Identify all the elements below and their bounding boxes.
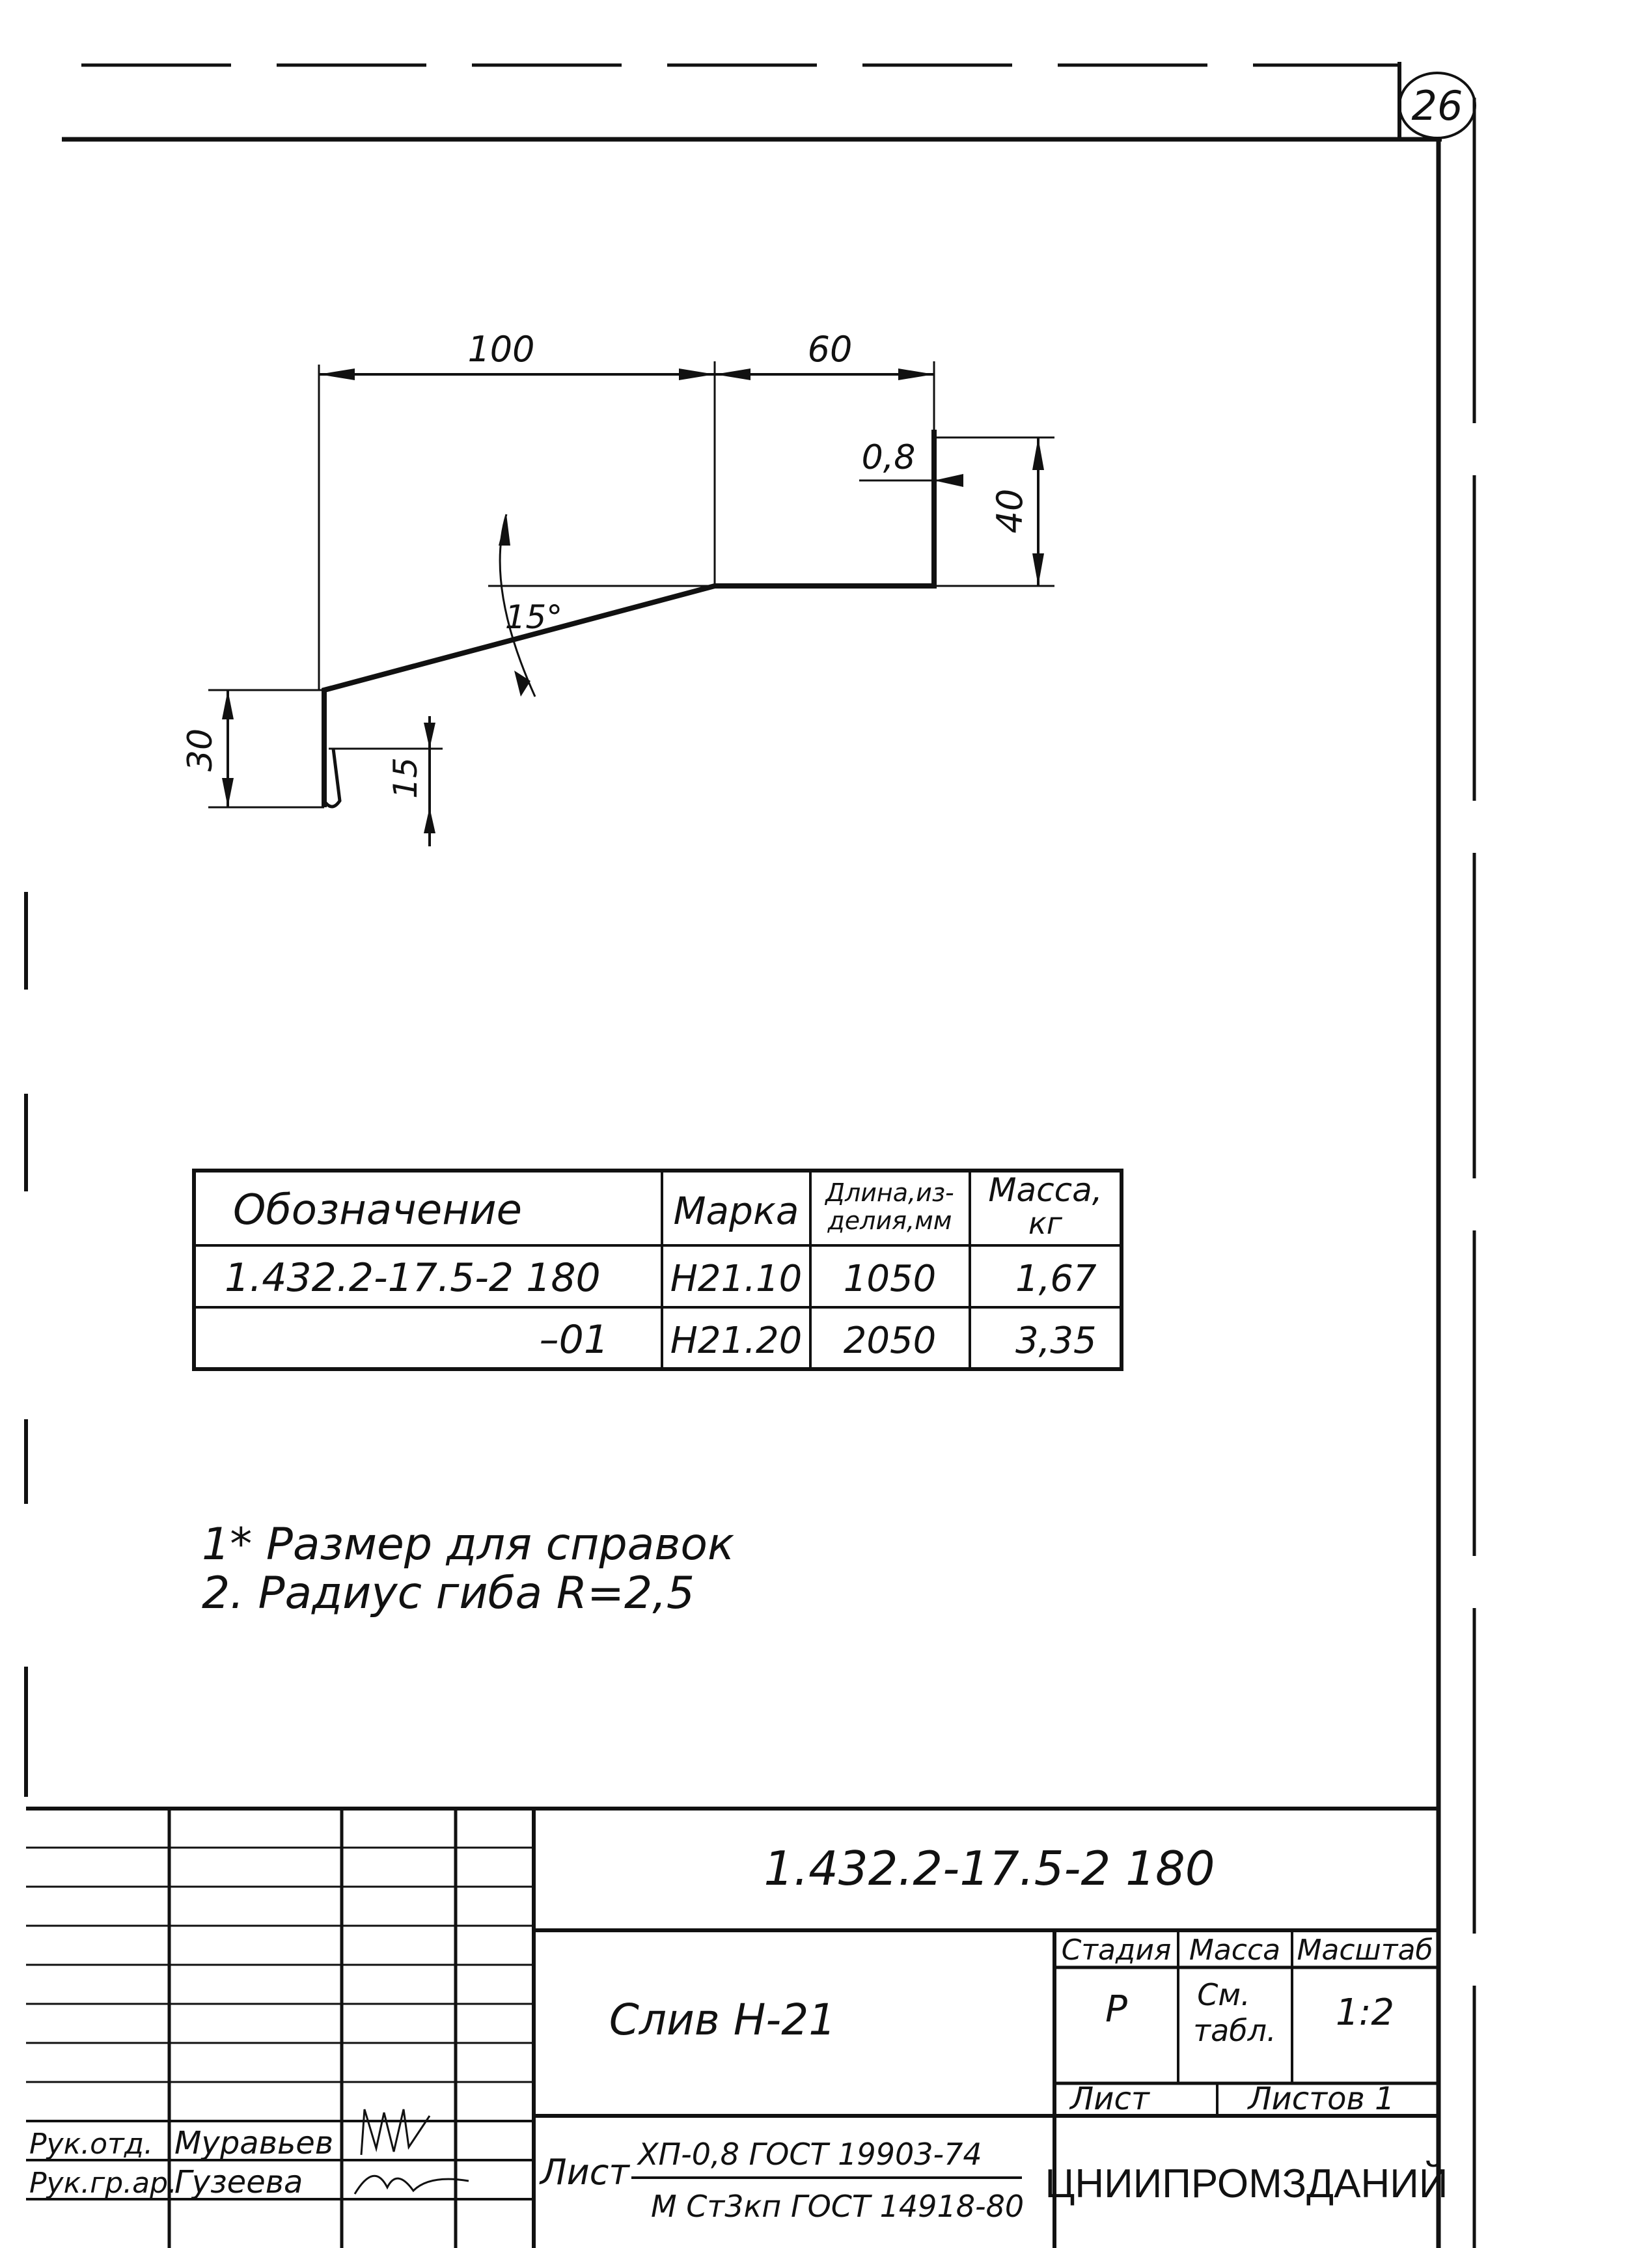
header-mass-2: кг — [1028, 1206, 1063, 1241]
sheet-label: Лист — [1069, 2081, 1151, 2117]
header-mark: Марка — [674, 1189, 799, 1233]
row1-mass: 1,67 — [1015, 1258, 1097, 1300]
dim-40: 40 — [989, 489, 1030, 534]
dim-thickness: 0,8 — [862, 438, 916, 477]
mass-value-2: табл. — [1193, 2013, 1276, 2048]
dim-60: 60 — [808, 329, 853, 370]
stage-label: Стадия — [1062, 1934, 1172, 1967]
spec-table: Обозначение Марка Длина,из- делия,мм Мас… — [192, 1169, 1123, 1371]
header-length-2: делия,мм — [827, 1206, 952, 1235]
scale-label: Масштаб — [1297, 1934, 1433, 1967]
sheet-frame — [24, 62, 1476, 2248]
signer-2-role: Рук.гр.ар. — [29, 2167, 177, 2200]
row1-mark: Н21.10 — [670, 1258, 802, 1300]
dim-30: 30 — [181, 729, 220, 771]
sheets-label: Листов 1 — [1246, 2081, 1394, 2117]
mass-value-1: См. — [1197, 1977, 1250, 2012]
scale-value: 1:2 — [1336, 1991, 1394, 2034]
material-line-2: М Ст3кп ГОСТ 14918-80 — [651, 2189, 1024, 2224]
hem-fold — [322, 748, 342, 809]
row2-length: 2050 — [844, 1320, 937, 1362]
part-contour — [322, 430, 937, 807]
note-2: 2. Радиус гиба R=2,5 — [202, 1568, 695, 1619]
row1-designation: 1.432.2-17.5-2 180 — [225, 1255, 601, 1301]
row1-length: 1050 — [844, 1258, 937, 1300]
title-block: Рук.отд. Муравьев Рук.гр.ар. Гузеева 1.4… — [26, 1807, 1448, 2248]
stage-value: Р — [1105, 1988, 1127, 2031]
signer-1-name: Муравьев — [174, 2125, 333, 2161]
dim-15: 15 — [387, 757, 424, 799]
signer-1-role: Рук.отд. — [29, 2128, 153, 2161]
signature-1 — [360, 2109, 431, 2156]
signer-2-name: Гузеева — [174, 2164, 303, 2200]
material-prefix: Лист — [539, 2152, 630, 2193]
notes: 1* Размер для справок 2. Радиус гиба R=2… — [202, 1519, 734, 1619]
document-code: 1.432.2-17.5-2 180 — [764, 1841, 1215, 1896]
dim-100: 100 — [467, 329, 534, 370]
mass-label: Масса — [1189, 1934, 1280, 1967]
profile-drawing: 100 60 40 0,8 15° 30 15 — [181, 329, 1054, 846]
header-designation: Обозначение — [233, 1186, 522, 1234]
signature-2 — [353, 2174, 469, 2195]
part-name: Слив Н-21 — [609, 1995, 836, 2045]
header-mass-1: Масса, — [988, 1171, 1102, 1209]
note-1: 1* Размер для справок — [202, 1519, 734, 1570]
sheet-number-stamp: 26 — [1398, 72, 1476, 139]
row2-mark: Н21.20 — [670, 1320, 802, 1362]
row2-mass: 3,35 — [1015, 1320, 1097, 1362]
sheet-number: 26 — [1412, 82, 1463, 130]
organization: ЦНИИПРОМЗДАНИЙ — [1045, 2161, 1448, 2206]
header-length-1: Длина,из- — [824, 1178, 954, 1207]
material-line-1: ХП-0,8 ГОСТ 19903-74 — [637, 2137, 982, 2172]
row2-designation: –01 — [540, 1317, 609, 1363]
dim-angle: 15° — [505, 598, 563, 636]
